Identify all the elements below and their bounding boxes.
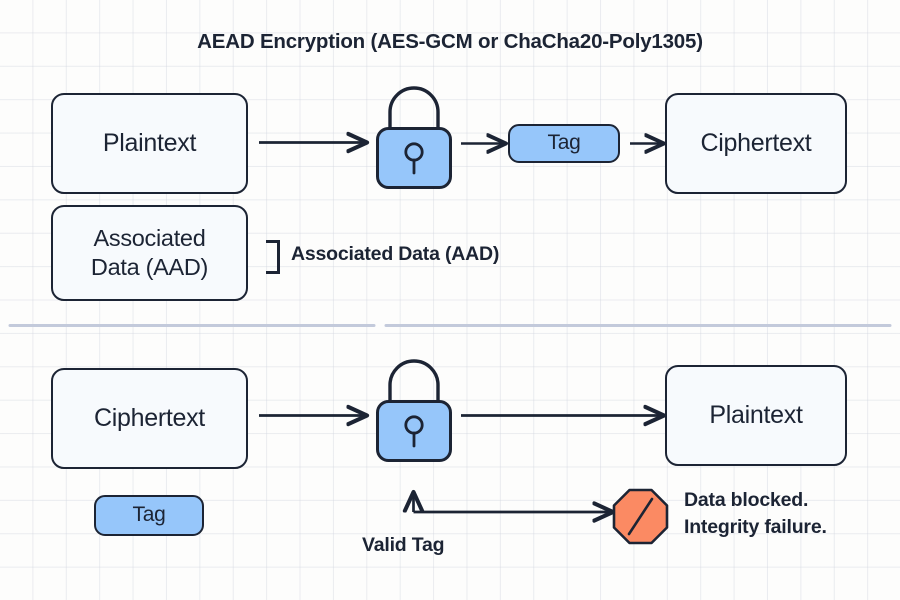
valid-tag-connector [414, 493, 613, 512]
node-associated-data[interactable]: Associated Data (AAD) [51, 205, 248, 301]
aad-text-block: Associated Data (AAD) [91, 224, 208, 281]
node-plaintext-output[interactable]: Plaintext [665, 365, 847, 466]
blocked-message: Data blocked. Integrity failure. [684, 487, 827, 540]
node-ciphertext-input[interactable]: Ciphertext [51, 368, 248, 469]
octagon-slash-icon [612, 488, 669, 545]
node-ciphertext-output[interactable]: Ciphertext [665, 93, 847, 194]
aad-bracket-label: Associated Data (AAD) [291, 243, 500, 265]
aad-bracket-icon [266, 240, 280, 274]
blocked-line-2: Integrity failure. [684, 515, 827, 538]
open-padlock-icon [376, 359, 452, 462]
blocked-line-1: Data blocked. [684, 489, 809, 511]
node-tag-input[interactable]: Tag [94, 495, 204, 536]
node-plaintext-input[interactable]: Plaintext [51, 93, 248, 194]
valid-tag-label: Valid Tag [362, 534, 445, 556]
closed-padlock-icon [376, 86, 452, 189]
node-tag-output[interactable]: Tag [508, 124, 620, 163]
aad-line-1: Associated [93, 225, 206, 252]
aad-line-2: Data (AAD) [90, 254, 209, 280]
diagram-title: AEAD Encryption (AES-GCM or ChaCha20-Pol… [197, 30, 703, 53]
